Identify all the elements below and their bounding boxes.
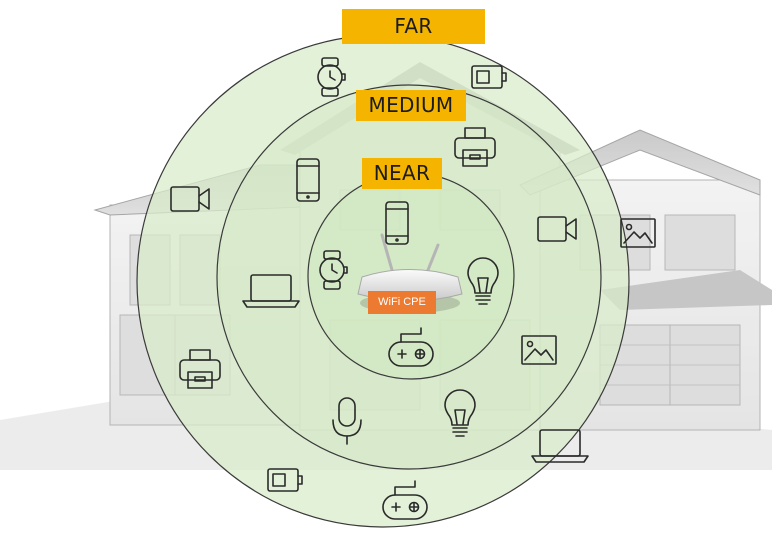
wifi-cpe-label: WiFi CPE bbox=[378, 296, 426, 308]
battery-icon bbox=[471, 65, 507, 89]
laptop-icon bbox=[242, 274, 300, 308]
porch-roof bbox=[600, 270, 772, 310]
video-camera-icon bbox=[537, 216, 577, 242]
wifi-cpe-device bbox=[357, 233, 463, 314]
smartwatch-icon bbox=[317, 57, 346, 97]
far-label-background bbox=[342, 9, 485, 44]
microphone-icon bbox=[332, 397, 362, 445]
near-label-background bbox=[362, 158, 442, 189]
lightbulb-icon bbox=[444, 389, 476, 437]
video-camera-icon bbox=[170, 186, 210, 212]
printer-icon bbox=[454, 127, 496, 167]
image-icon bbox=[620, 218, 656, 248]
near-zone-label: NEAR bbox=[373, 161, 431, 185]
smartphone-icon bbox=[296, 158, 320, 202]
medium-zone-label: MEDIUM bbox=[368, 93, 454, 117]
gamepad-icon bbox=[382, 480, 428, 520]
cpe-label-background bbox=[368, 291, 436, 314]
gamepad-icon bbox=[388, 327, 434, 367]
laptop-icon bbox=[531, 429, 589, 463]
smartphone-icon bbox=[385, 201, 409, 245]
garage-door bbox=[600, 344, 740, 386]
cpe-antenna-left bbox=[380, 233, 394, 272]
smartwatch-icon bbox=[319, 250, 348, 290]
battery-icon bbox=[267, 468, 303, 492]
image-icon bbox=[521, 335, 557, 365]
printer-icon bbox=[179, 349, 221, 389]
medium-label-background bbox=[356, 90, 466, 121]
far-zone-label: FAR bbox=[394, 14, 433, 38]
cpe-antenna-right bbox=[426, 243, 440, 272]
lightbulb-icon bbox=[467, 257, 499, 305]
